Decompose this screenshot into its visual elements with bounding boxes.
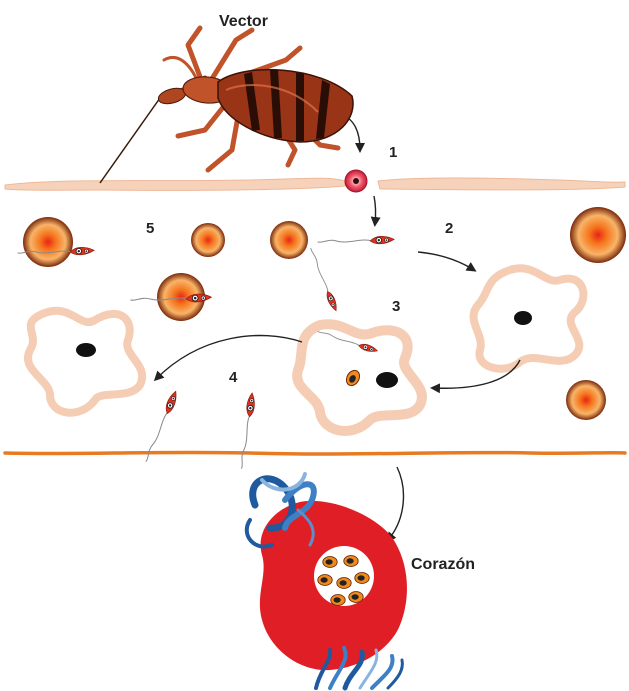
vector-label: Vector (219, 14, 268, 30)
step-4-label: 4 (229, 370, 237, 385)
insect-vector-icon (100, 28, 353, 183)
host-cell-icon (474, 268, 584, 368)
heart-label: Corazón (411, 557, 475, 573)
step-1-label: 1 (389, 145, 397, 160)
skin-surface (5, 178, 625, 190)
step-3-label: 3 (392, 299, 400, 314)
step-2-label: 2 (445, 221, 453, 236)
membrane-line (5, 452, 625, 454)
step-5-label: 5 (146, 221, 154, 236)
bite-site-icon (345, 170, 367, 192)
host-cell-icon (28, 311, 142, 413)
heart-icon (247, 474, 407, 688)
